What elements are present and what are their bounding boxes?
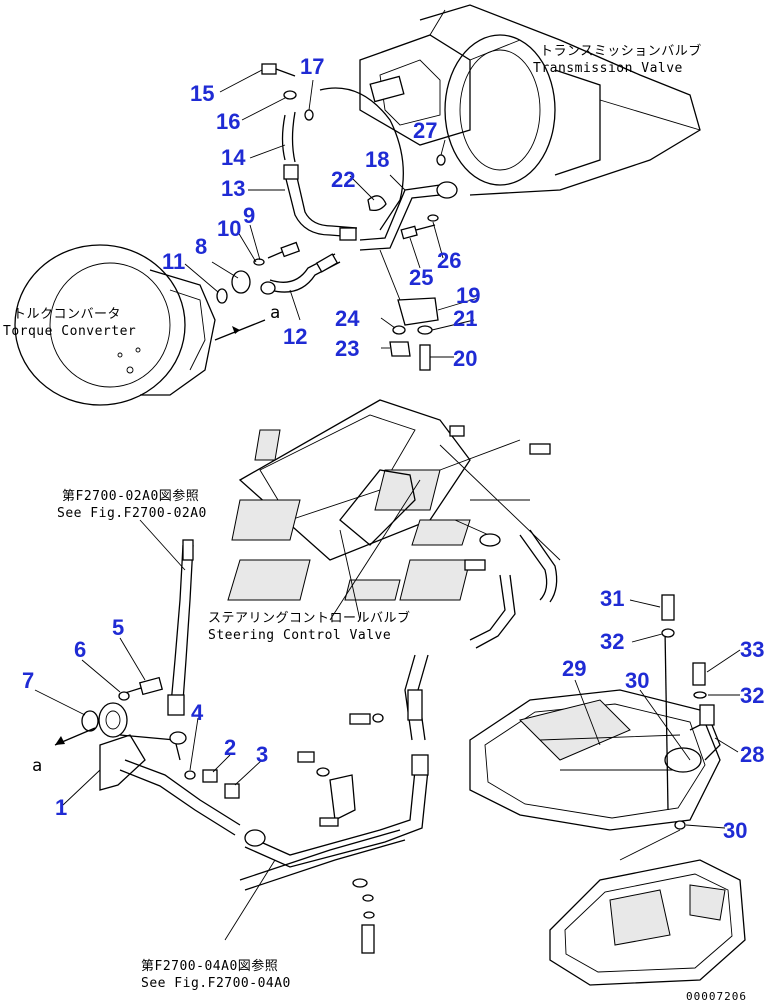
captions: トランスミッションバルブ Transmission Valve トルクコンバータ… — [3, 43, 747, 1003]
callout-1: 1 — [55, 795, 67, 820]
callout-20: 20 — [453, 346, 477, 371]
callout-11: 11 — [162, 249, 185, 274]
callout-8: 8 — [195, 234, 207, 259]
callout-6: 6 — [74, 637, 86, 662]
callout-19: 19 — [456, 283, 480, 308]
callout-27: 27 — [413, 118, 437, 143]
callout-16: 16 — [216, 109, 240, 134]
transmission-valve-drawing — [319, 4, 701, 231]
callout-14: 14 — [221, 145, 246, 170]
upper-piping — [214, 63, 458, 371]
callout-21: 21 — [453, 306, 477, 331]
ref-a-lower: a — [32, 756, 43, 776]
callout-4: 4 — [191, 700, 204, 725]
callout-3: 3 — [256, 742, 268, 767]
drawing-code: 00007206 — [686, 990, 747, 1003]
callout-30-lower: 30 — [723, 818, 747, 843]
transmission-valve-caption-jp: トランスミッションバルブ — [540, 43, 702, 59]
callout-32-right: 32 — [740, 683, 764, 708]
callouts: 1 2 3 4 5 6 7 8 9 10 11 12 13 14 15 16 1… — [22, 54, 764, 843]
torque-converter-drawing — [14, 244, 216, 406]
callout-31: 31 — [600, 586, 624, 611]
ref-a-upper: a — [270, 303, 281, 323]
tank-drawing — [469, 594, 746, 986]
torque-converter-caption-en: Torque Converter — [3, 324, 136, 339]
callout-30-upper: 30 — [625, 668, 649, 693]
callout-22: 22 — [331, 167, 355, 192]
torque-converter-caption-jp: トルクコンバータ — [13, 307, 121, 322]
callout-15: 15 — [190, 81, 214, 106]
transmission-valve-caption-en: Transmission Valve — [533, 61, 683, 76]
steering-valve-caption-en: Steering Control Valve — [208, 628, 391, 643]
callout-5: 5 — [112, 615, 124, 640]
callout-10: 10 — [217, 216, 241, 241]
see-fig-02-caption-jp: 第F2700-02A0図参照 — [62, 488, 199, 504]
callout-7: 7 — [22, 668, 34, 693]
callout-12: 12 — [283, 324, 307, 349]
callout-32-left: 32 — [600, 629, 624, 654]
callout-25: 25 — [409, 265, 433, 290]
callout-23: 23 — [335, 336, 359, 361]
callout-2: 2 — [224, 735, 236, 760]
callout-17: 17 — [300, 54, 324, 79]
steering-valve-caption-jp: ステアリングコントロールバルブ — [208, 610, 411, 626]
steering-valve-drawing — [227, 399, 561, 649]
callout-18: 18 — [365, 147, 389, 172]
callout-24: 24 — [335, 306, 360, 331]
callout-13: 13 — [221, 176, 245, 201]
lower-piping — [54, 519, 429, 954]
see-fig-02-caption-en: See Fig.F2700-02A0 — [57, 506, 207, 521]
see-fig-04-caption-jp: 第F2700-04A0図参照 — [141, 958, 278, 974]
leader-lines — [34, 69, 741, 829]
callout-26: 26 — [437, 248, 461, 273]
callout-28: 28 — [740, 742, 764, 767]
callout-29: 29 — [562, 656, 586, 681]
callout-33: 33 — [740, 637, 764, 662]
see-fig-04-caption-en: See Fig.F2700-04A0 — [141, 976, 291, 991]
callout-9: 9 — [243, 203, 255, 228]
